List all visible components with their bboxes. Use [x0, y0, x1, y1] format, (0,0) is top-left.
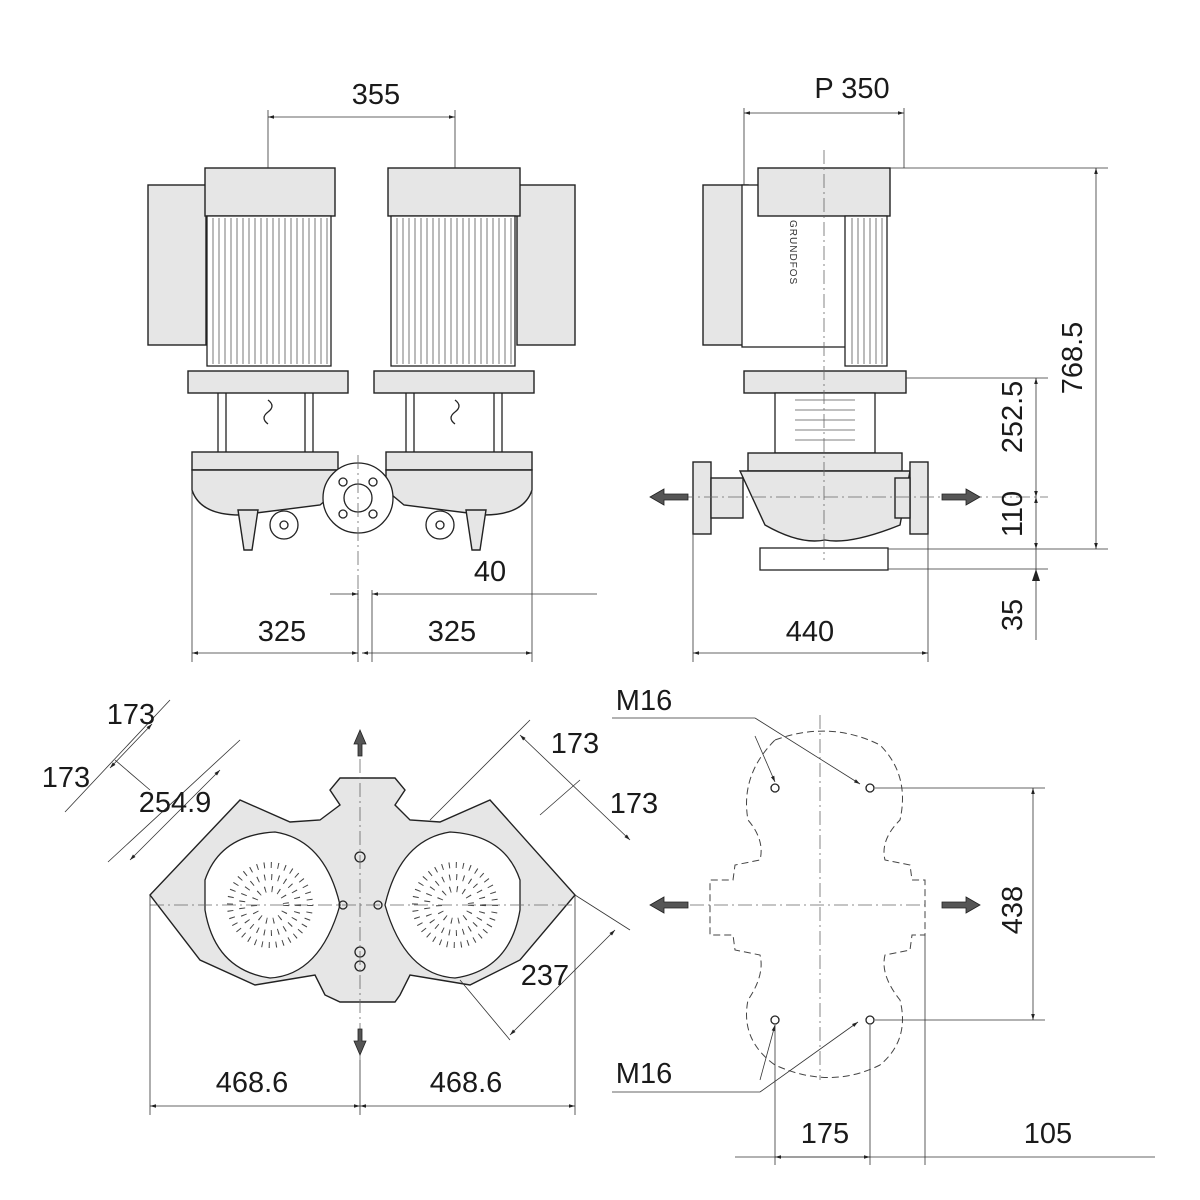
- top-view: 173 173 254.9 173 173 237 468.6 468.6: [42, 699, 658, 1115]
- pump-housing: [191, 451, 533, 600]
- dim-width-left: 468.6: [216, 1067, 289, 1099]
- dim-173-d: 173: [610, 788, 658, 820]
- dim-motor-spacing: 355: [352, 79, 400, 111]
- dim-length: 440: [786, 616, 834, 648]
- side-view: GRUNDFOS P 350 768.5 252.5: [649, 73, 1108, 662]
- label-bolt-bottom: M16: [616, 1058, 672, 1090]
- dim-shaft-height: 252.5: [997, 381, 1029, 454]
- label-bolt-top: M16: [616, 685, 672, 717]
- front-view: 355 325 325 40: [147, 79, 597, 662]
- dim-width-right: 468.6: [430, 1067, 503, 1099]
- dim-port-height: 110: [997, 491, 1029, 537]
- dim-bolt-spacing: 438: [997, 886, 1029, 934]
- foundation-view: M16 M16 438 175 105: [612, 685, 1155, 1165]
- dim-173-b: 173: [42, 762, 90, 794]
- dim-x-spacing: 175: [801, 1118, 849, 1150]
- dim-x-offset: 105: [1024, 1118, 1072, 1150]
- brand-label: GRUNDFOS: [787, 220, 798, 285]
- dim-total-height: 768.5: [1057, 322, 1089, 395]
- dim-left-half: 325: [258, 616, 306, 648]
- dim-right-half: 325: [428, 616, 476, 648]
- dim-237: 237: [521, 960, 569, 992]
- dim-254: 254.9: [139, 787, 212, 819]
- right-motor: [373, 167, 576, 452]
- dim-173-a: 173: [107, 699, 155, 731]
- dim-motor-width: P 350: [814, 73, 889, 105]
- left-motor: [147, 167, 349, 452]
- dim-base-height: 35: [997, 599, 1029, 631]
- dim-173-c: 173: [551, 728, 599, 760]
- dim-offset: 40: [474, 556, 506, 588]
